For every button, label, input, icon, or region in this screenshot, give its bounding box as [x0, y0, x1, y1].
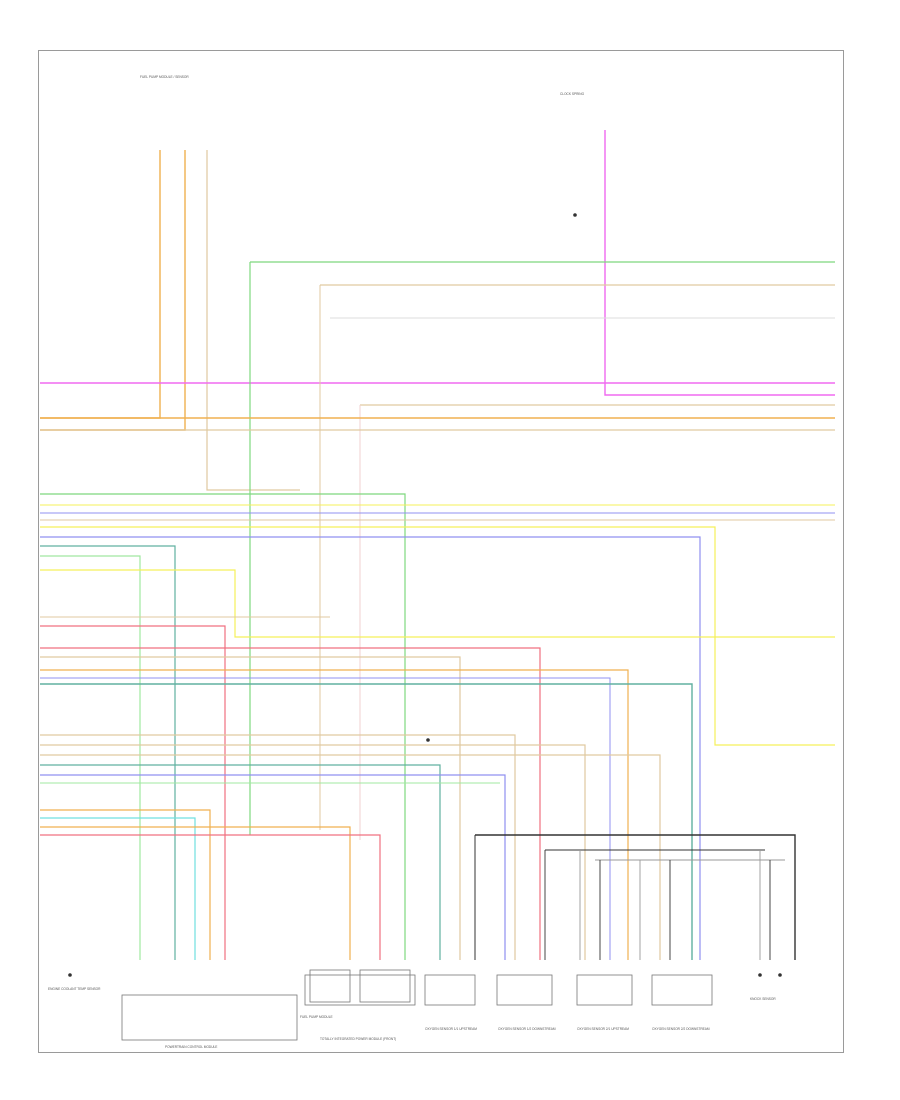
label-o2-downstream-2: OXYGEN SENSOR 2/2 DOWNSTREAM	[652, 1027, 710, 1031]
ground-dot-3	[778, 973, 782, 977]
label-layer: FUEL PUMP MODULE / SENSOR CLOCK SPRING FUE…	[48, 75, 776, 1049]
splice-dot	[426, 738, 430, 742]
wire-15	[40, 493, 406, 960]
wire-37	[40, 809, 211, 960]
diagram-frame	[38, 50, 844, 1053]
wire-25	[40, 625, 226, 960]
o2-3-box	[576, 974, 633, 1006]
ground-dot-1	[68, 973, 72, 977]
wire-26	[40, 647, 541, 960]
label-o2-upstream-1: OXYGEN SENSOR 1/1 UPSTREAM	[425, 1027, 477, 1031]
wire-21	[40, 545, 176, 960]
label-totally-integrated: TOTALLY INTEGRATED POWER MODULE (FRONT)	[320, 1037, 396, 1041]
wire-29	[40, 677, 611, 960]
wire-38	[40, 817, 196, 960]
component-layer	[68, 213, 782, 1041]
wire-31	[40, 734, 516, 960]
label-o2-upstream-2: OXYGEN SENSOR 2/1 UPSTREAM	[577, 1027, 629, 1031]
wire-23	[40, 569, 835, 638]
label-clock-spring: CLOCK SPRING	[560, 92, 585, 96]
label-knock-sensor: KNOCK SENSOR	[750, 997, 776, 1001]
wire-layer	[40, 130, 835, 960]
wire-30	[40, 683, 693, 960]
label-o2-downstream-1: OXYGEN SENSOR 1/2 DOWNSTREAM	[498, 1027, 556, 1031]
label-pcm: POWERTRAIN CONTROL MODULE	[165, 1045, 217, 1049]
o2-1-box	[424, 974, 476, 1006]
ground-dot-2	[758, 973, 762, 977]
wire-20	[40, 536, 701, 960]
o2-2-box	[496, 974, 553, 1006]
pcm-box	[121, 994, 298, 1041]
wire-28	[40, 669, 629, 960]
label-fuel-pump-relay-box: FUEL PUMP MODULE	[300, 1015, 333, 1019]
wire-39	[40, 826, 351, 960]
label-engine-coolant: ENGINE COOLANT TEMP SENSOR	[48, 987, 101, 991]
fuel-box-a	[309, 969, 351, 1003]
ground-dot-4	[573, 213, 577, 217]
wire-32	[40, 744, 586, 960]
wire-19	[40, 526, 835, 746]
fuel-box-b	[359, 969, 411, 1003]
wire-27	[40, 656, 461, 960]
wire-1	[40, 150, 161, 419]
wire-35	[40, 774, 506, 960]
wire-22	[40, 555, 141, 960]
wire-41	[475, 834, 796, 960]
wire-34	[40, 764, 441, 960]
wire-3	[206, 150, 300, 491]
wire-40	[40, 834, 381, 960]
wire-2	[40, 150, 186, 431]
label-fuel-pump: FUEL PUMP MODULE / SENSOR	[140, 75, 189, 79]
wire-33	[40, 754, 661, 960]
wire-5	[604, 130, 835, 396]
o2-4-box	[651, 974, 713, 1006]
